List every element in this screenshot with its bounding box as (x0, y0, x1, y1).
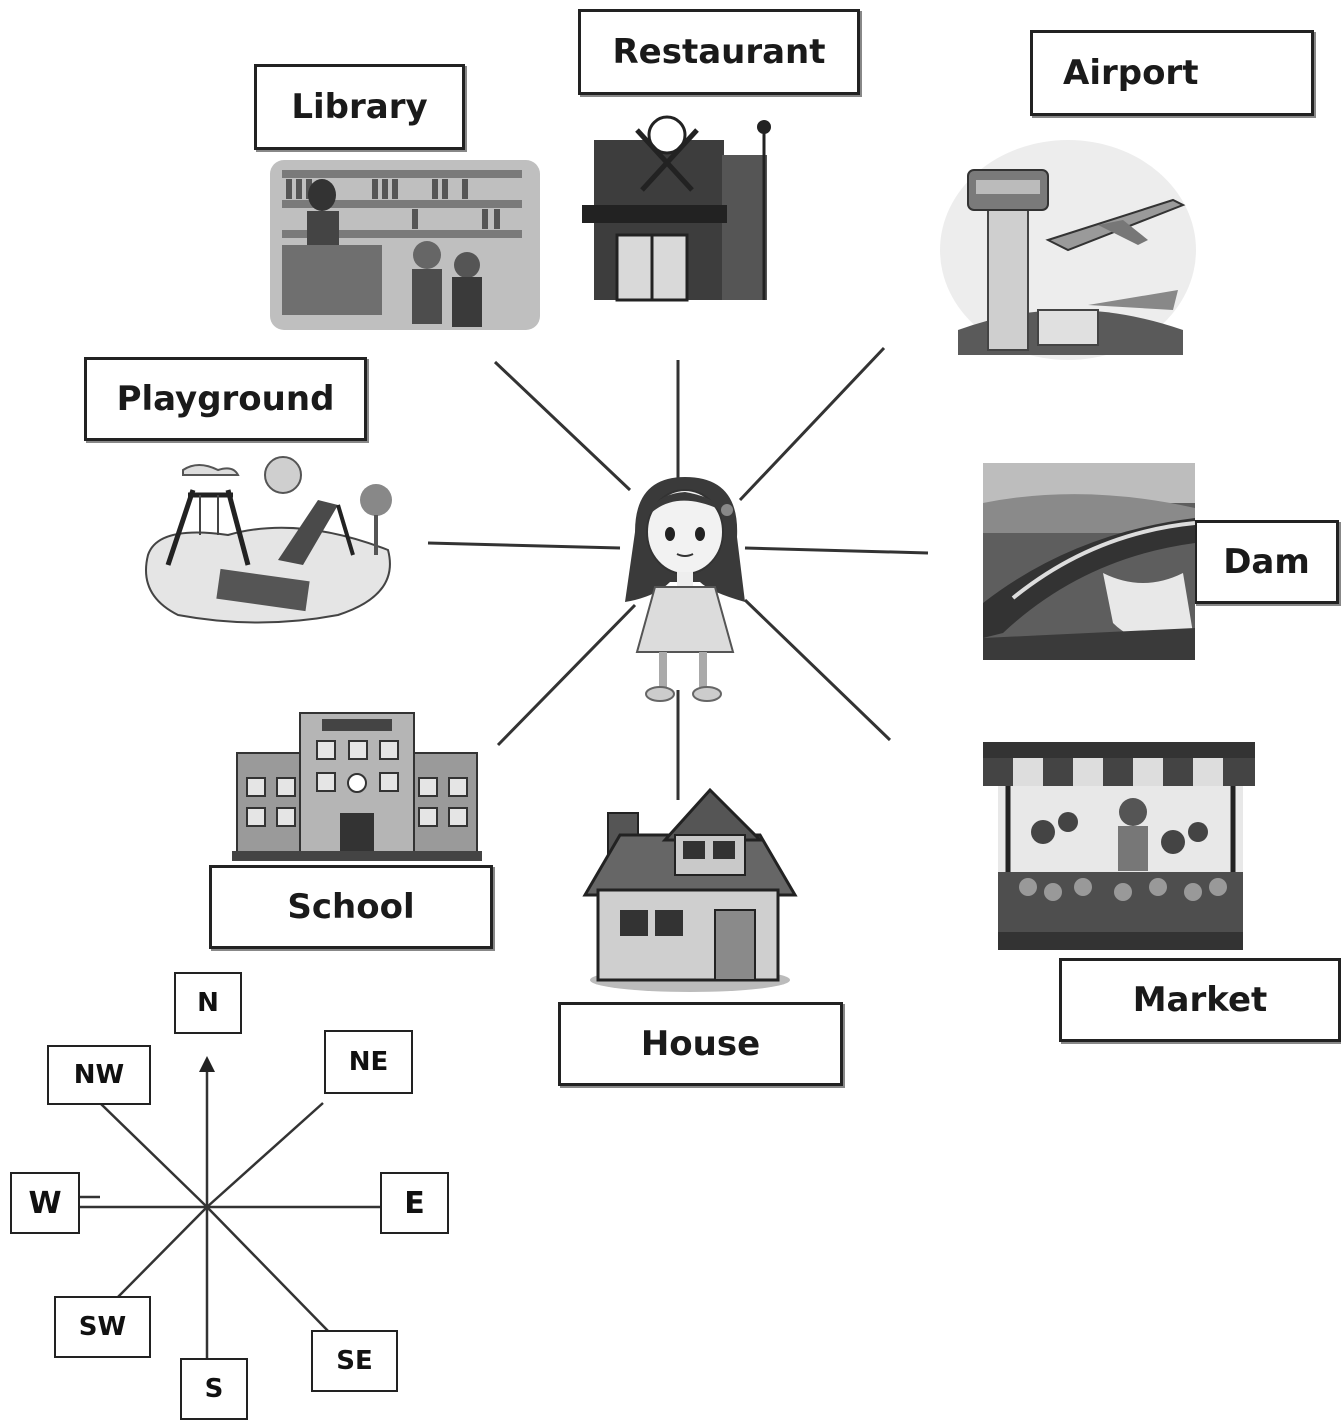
north-arrow-icon (199, 1056, 215, 1072)
line-west (427, 541, 621, 550)
compass-line-sw (114, 1206, 208, 1301)
girl-icon (625, 477, 745, 702)
line-southwest (496, 603, 637, 747)
school-icon (232, 712, 482, 861)
compass-label-east: E (380, 1172, 449, 1234)
line-northwest (493, 360, 632, 492)
compass-label-northeast: NE (324, 1030, 413, 1094)
compass-label-north: N (174, 972, 242, 1034)
compass-line-ne (206, 1102, 324, 1208)
library-icon (270, 160, 540, 330)
market-icon (983, 742, 1255, 950)
line-southeast (743, 598, 892, 742)
dam-icon (983, 463, 1195, 660)
compass-label-southwest: SW (54, 1296, 151, 1358)
label-market: Market (1059, 958, 1341, 1042)
line-northeast (738, 346, 886, 502)
label-house: House (558, 1002, 843, 1086)
compass-line-se (206, 1206, 331, 1334)
label-school: School (209, 865, 493, 949)
label-dam: Dam (1194, 520, 1339, 604)
restaurant-icon (582, 115, 771, 302)
compass-label-west: W (10, 1172, 80, 1234)
compass-label-northwest: NW (47, 1045, 151, 1105)
label-airport: Airport (1030, 30, 1314, 116)
label-library: Library (254, 64, 465, 150)
label-playground: Playground (84, 357, 367, 441)
airport-icon (940, 140, 1196, 360)
compass-label-south: S (180, 1358, 248, 1420)
label-restaurant: Restaurant (578, 9, 860, 95)
compass-label-southeast: SE (311, 1330, 398, 1392)
compass-line-nw (99, 1102, 208, 1208)
house-icon (582, 787, 798, 992)
playground-icon (145, 456, 392, 624)
line-east (744, 546, 929, 555)
